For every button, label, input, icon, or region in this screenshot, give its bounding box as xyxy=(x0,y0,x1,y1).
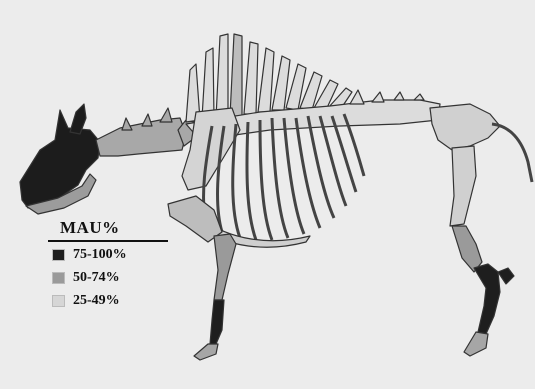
rib xyxy=(247,122,256,240)
thoracic-spine-6 xyxy=(258,48,274,112)
rib xyxy=(332,116,356,192)
cervical-spine-2 xyxy=(142,114,152,126)
thoracic-spine-3 xyxy=(216,34,228,118)
legend-swatch-medium xyxy=(52,272,65,284)
hind-metatarsal xyxy=(474,264,500,334)
hind-phalanges xyxy=(464,332,488,356)
cervical-spine-3 xyxy=(160,108,172,122)
rib xyxy=(296,118,320,228)
legend-title: MAU% xyxy=(48,218,168,242)
legend-label: 75-100% xyxy=(73,247,127,263)
rib xyxy=(233,124,240,238)
tibia xyxy=(452,226,482,272)
tail xyxy=(492,124,532,182)
rib xyxy=(284,118,304,234)
radius-ulna xyxy=(214,234,236,300)
cervical-vertebrae xyxy=(96,118,186,156)
cervical-spine-1 xyxy=(122,118,132,130)
legend-item: 25-49% xyxy=(48,290,168,311)
mau-legend: MAU% 75-100% 50-74% 25-49% xyxy=(48,218,168,311)
legend-swatch-light xyxy=(52,295,65,307)
humerus xyxy=(168,196,222,242)
front-metacarpal xyxy=(210,300,224,344)
femur xyxy=(450,146,476,226)
rib xyxy=(260,120,272,240)
legend-label: 25-49% xyxy=(73,293,120,309)
calcaneus xyxy=(498,268,514,284)
legend-item: 50-74% xyxy=(48,267,168,288)
thoracic-spine-2 xyxy=(202,48,214,118)
legend-item: 75-100% xyxy=(48,244,168,265)
pelvis xyxy=(430,104,500,150)
front-phalanges xyxy=(194,344,218,360)
thoracic-spine-4 xyxy=(230,34,242,116)
legend-label: 50-74% xyxy=(73,270,120,286)
thoracic-spine-5 xyxy=(244,42,258,114)
legend-swatch-dark xyxy=(52,249,65,261)
